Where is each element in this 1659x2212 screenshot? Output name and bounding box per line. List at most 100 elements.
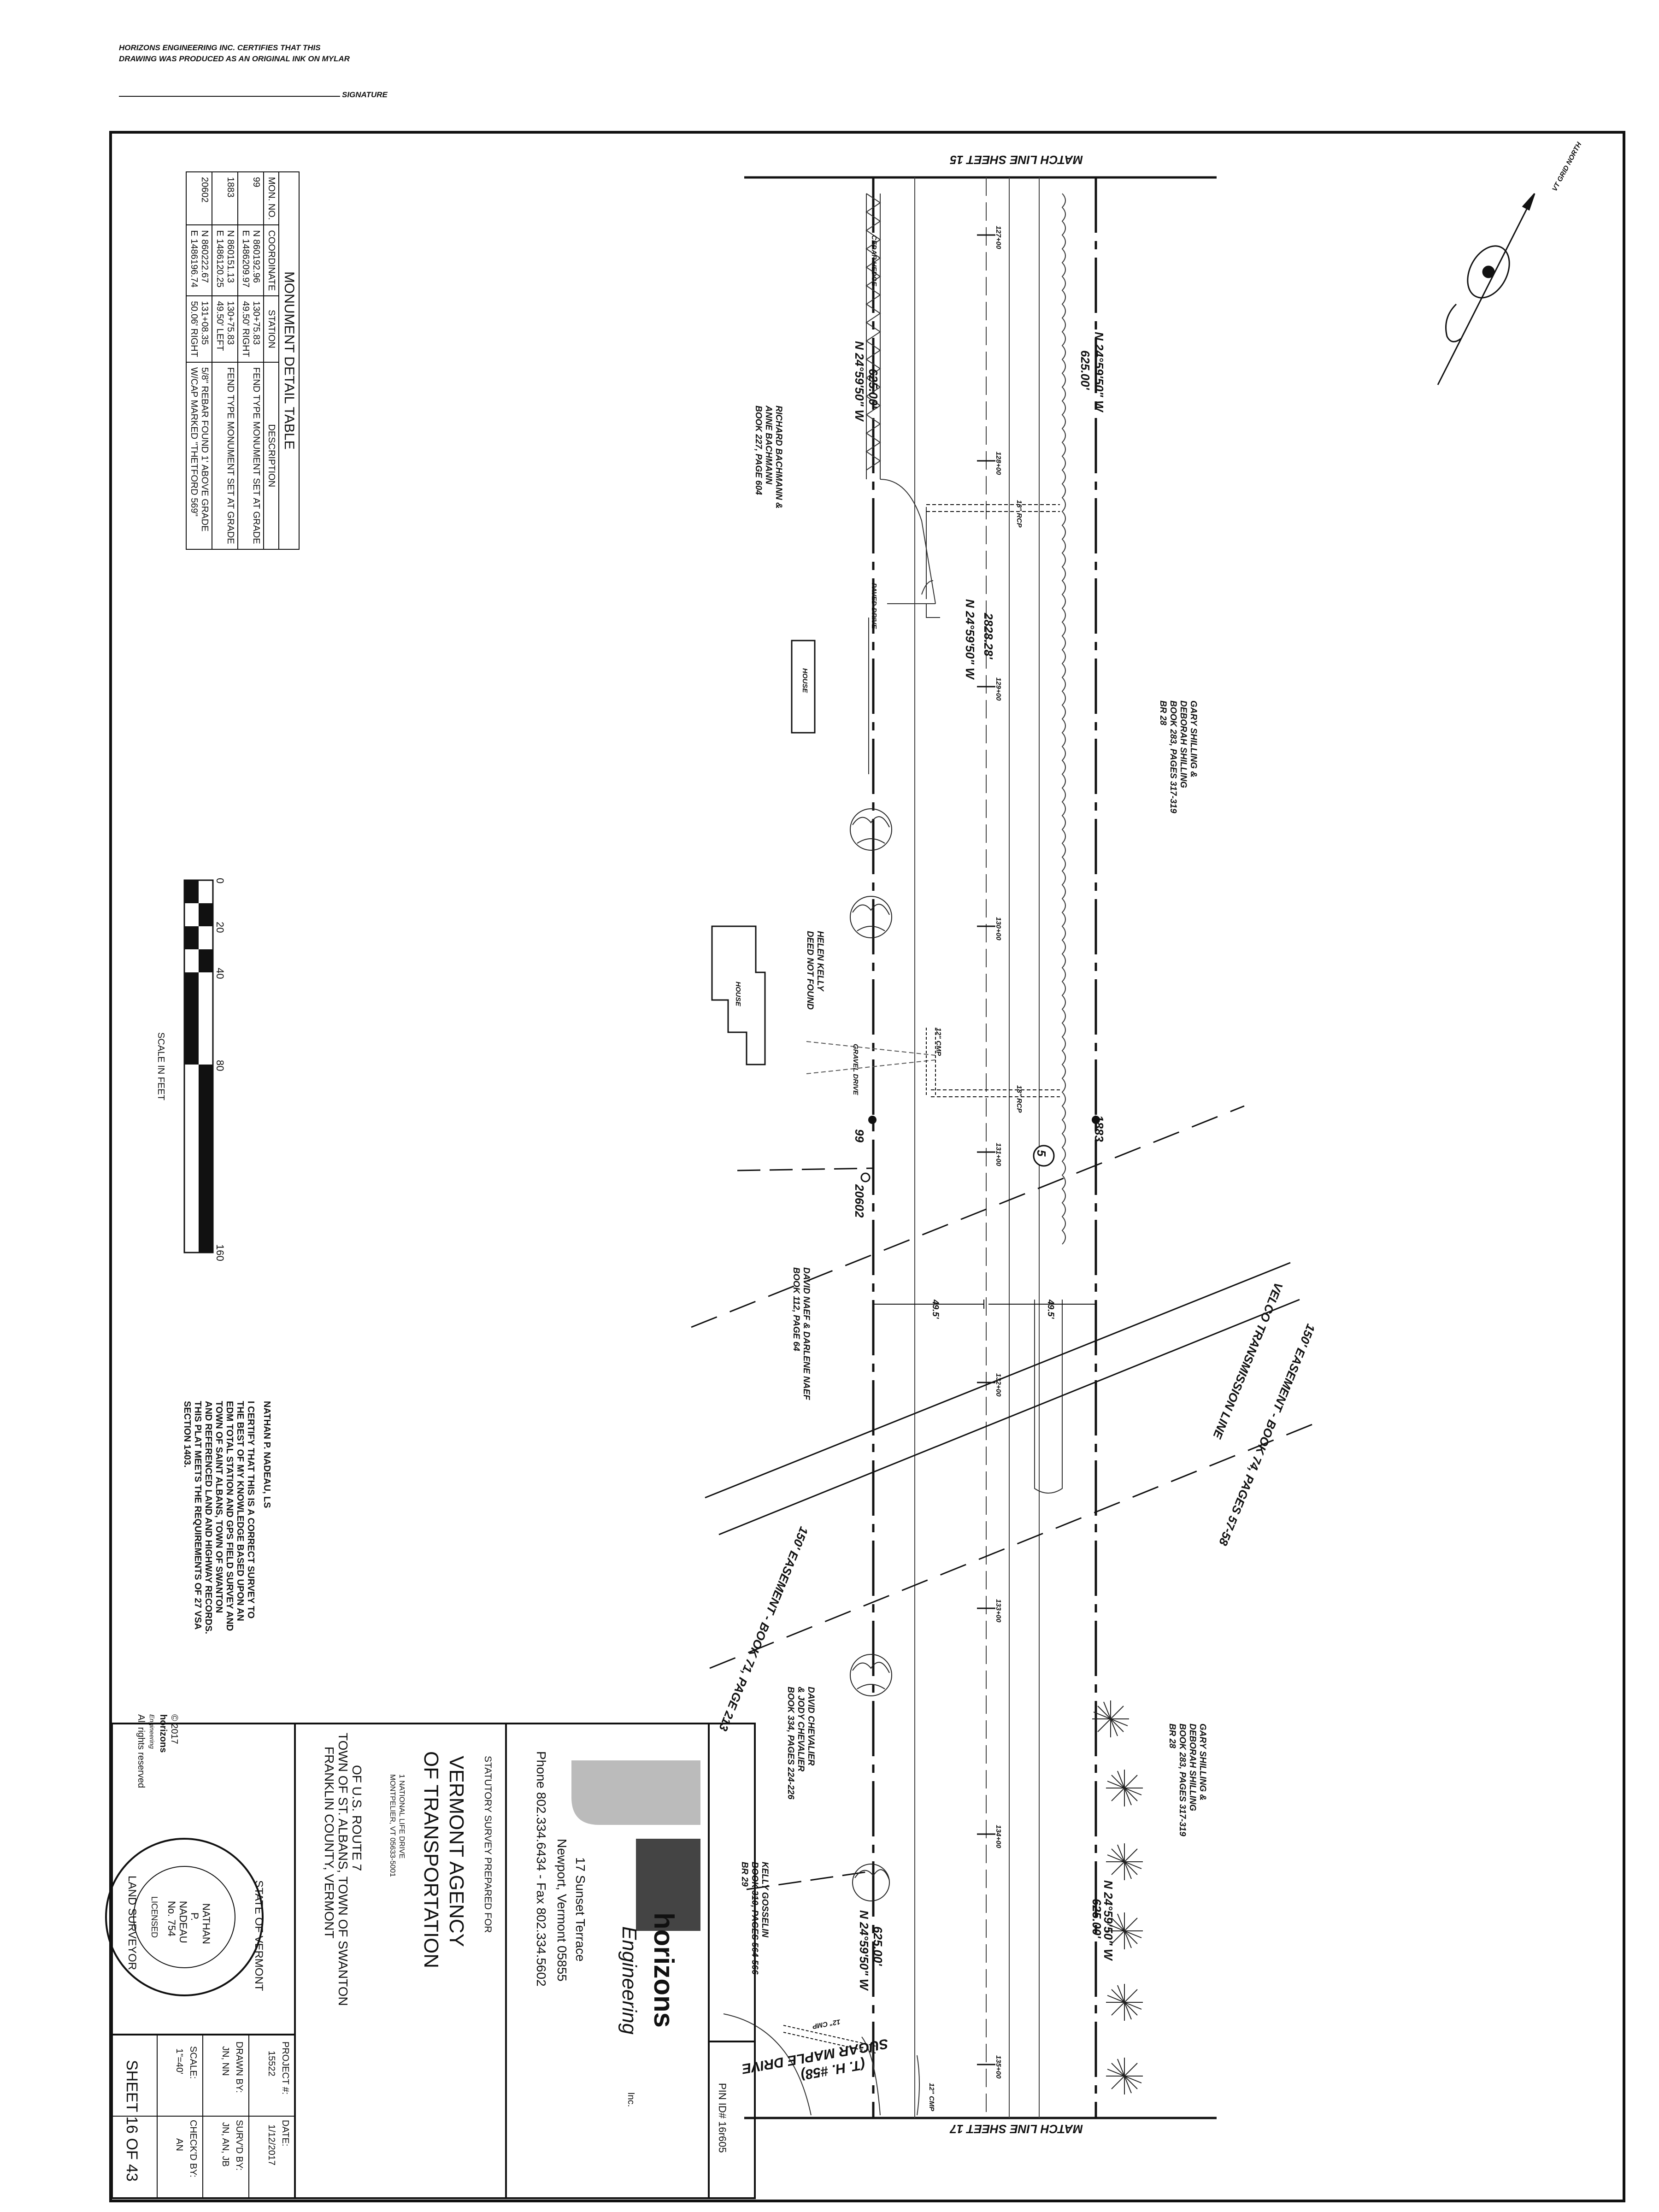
scale-tick-0: 0 <box>214 878 226 884</box>
north-arrow-graphic <box>1437 193 1535 385</box>
firm-address-2: Newport, Vermont 05855 <box>555 1839 569 1982</box>
signature-line <box>119 96 340 97</box>
cmp-culvert-1 <box>926 1028 936 1097</box>
easement-lines <box>691 1105 1314 1669</box>
cmp-label-3: 12" CMP <box>928 2083 935 2112</box>
scale-value: 1"=40' <box>174 2048 184 2074</box>
project-number-label: PROJECT #: <box>280 2041 290 2095</box>
prepared-for: STATUTORY SURVEY PREPARED FOR <box>482 1756 493 1933</box>
owner-shilling-bottom: GARY SHILLING & DEBORAH SHILLING BOOK 28… <box>1167 1724 1207 1836</box>
firm-inc: Inc. <box>626 2092 636 2107</box>
scale-tick-20: 20 <box>214 922 226 933</box>
bearing-label-1: N 24°59'50" W <box>853 341 866 421</box>
station-130: 130+00 <box>994 917 1002 941</box>
pin-id: PIN ID# 16r605 <box>717 2083 728 2153</box>
copyright-block: © 2017 horizons Engineering All rights r… <box>136 1714 179 1788</box>
firm-logo-sub: Engineering <box>618 1926 641 2035</box>
distance-label-2: 625.00' <box>1078 350 1092 390</box>
owner-bachmann: RICHARD BACHMANN & ANNE BACHMANN BOOK 22… <box>753 406 783 509</box>
cmp-label-1: 12" CMP <box>935 1028 942 1056</box>
distance-label-4: 625.00' <box>871 1926 885 1966</box>
house-label-2: HOUSE <box>734 982 742 1006</box>
width-dimensions <box>873 1300 1096 1309</box>
owner-shilling-top: GARY SHILLING & DEBORAH SHILLING BOOK 28… <box>1158 700 1198 813</box>
owner-naef: DAVID NAEF & DARLENE NAEF BOOK 112, PAGE… <box>791 1267 811 1400</box>
certification-note: HORIZONS ENGINEERING INC. CERTIFIES THAT… <box>119 42 350 65</box>
seal-name-1: NATHAN <box>200 1903 212 1944</box>
tree-line-end <box>1034 1300 1063 1494</box>
project-towns: TOWN OF ST. ALBANS, TOWN OF SWANTON <box>336 1733 350 2006</box>
gravel-drive <box>806 1041 936 1074</box>
station-127: 127+00 <box>994 226 1002 249</box>
firm-address-1: 17 Sunset Terrace <box>573 1857 588 1962</box>
seal-state: STATE OF VERMONT <box>253 1880 265 1991</box>
house-2 <box>711 925 766 1065</box>
scale-tick-160: 160 <box>214 1244 226 1261</box>
rcp-culvert-1 <box>926 504 1060 512</box>
cmp-culvert-2 <box>783 2025 876 2053</box>
client-name-2: OF TRANSPORTATION <box>420 1751 442 1969</box>
seal-land-surveyor: LAND SURVEYOR <box>126 1876 138 1970</box>
conifer-trees <box>1092 1700 1143 2094</box>
firm-logo-graphic <box>571 1760 700 1931</box>
certification-line-1: HORIZONS ENGINEERING INC. CERTIFIES THAT… <box>119 43 321 52</box>
property-line-2 <box>746 1870 874 1890</box>
drawn-by-label: DRAWN BY: <box>234 2041 244 2093</box>
sugar-maple-drive <box>723 2013 920 2116</box>
rcp-label-1: 18" RCP <box>1015 500 1023 528</box>
property-line-1 <box>737 1167 874 1171</box>
monument-table-title: MONUMENT DETAIL TABLE <box>279 172 299 549</box>
sheet-number: SHEET 16 OF 43 <box>123 2060 141 2182</box>
parcel-circle <box>1033 1145 1055 1167</box>
distance-label-3: 2828.28' <box>982 613 995 659</box>
parcel-number: 5 <box>1035 1150 1048 1157</box>
house-1 <box>791 640 816 734</box>
station-ticks <box>977 234 995 2065</box>
firm-phone: Phone 802.334.6434 - Fax 802.334.5602 <box>534 1751 548 1987</box>
monument-99-label: 99 <box>853 1129 866 1142</box>
gravel-drive-label: GRAVEL DRIVE <box>852 1044 859 1095</box>
rcp-culvert-2 <box>931 1089 1060 1097</box>
col-description: DESCRIPTION <box>264 362 279 549</box>
monument-1883 <box>1092 1116 1100 1124</box>
scale-label-tb: SCALE: <box>188 2046 198 2079</box>
owner-gosselin: KELLY GOSSELIN BOOK 310, PAGES 564-566 B… <box>740 1862 770 1975</box>
col-mon-no: MON. NO. <box>264 172 279 225</box>
project-county: FRANKLIN COUNTY, VERMONT <box>322 1747 336 1939</box>
date-label: DATE: <box>280 2120 290 2147</box>
monument-20602 <box>860 1172 871 1182</box>
client-address-2: MONTPELIER, VT 05633-5001 <box>388 1774 396 1877</box>
client-address-1: 1 NATIONAL LIFE DRIVE <box>398 1774 406 1859</box>
surveyor-certification: NATHAN P. NADEAU, LS I CERTIFY THAT THIS… <box>182 1401 272 1634</box>
cedar-hedge <box>865 193 881 479</box>
station-128: 128+00 <box>994 452 1002 475</box>
surveyed-by: JN, AN, JB <box>220 2122 230 2167</box>
surveyed-by-label: SURV'D BY: <box>234 2120 244 2171</box>
title-block-grid <box>112 2035 295 2198</box>
cedar-hedge-label: CEDAR HEDGE <box>870 235 878 286</box>
match-line-bottom-label: MATCH LINE SHEET 17 <box>950 2122 1083 2136</box>
tree-line <box>1061 193 1066 1245</box>
checked-by-label: CHECK'D BY: <box>188 2120 198 2177</box>
width-label-right: 49.5' <box>1046 1300 1055 1319</box>
paved-drive-label: PAVED DRIVE <box>870 583 878 629</box>
station-132: 132+00 <box>994 1373 1002 1397</box>
scale-tick-80: 80 <box>214 1060 226 1071</box>
seal-name-2: P. <box>189 1912 200 1921</box>
station-134: 134+00 <box>994 1825 1002 1848</box>
owner-kelly: HELEN KELLY DEED NOT FOUND <box>805 931 825 1010</box>
match-line-top-label: MATCH LINE SHEET 15 <box>950 153 1083 167</box>
owner-chevalier: DAVID CHEVALIER & JODY CHEVALIER BOOK 33… <box>786 1687 816 1800</box>
signature-label: SIGNATURE <box>342 90 388 99</box>
surveyor-name: NATHAN P. NADEAU, LS <box>262 1401 272 1508</box>
deciduous-trees <box>850 808 892 1901</box>
station-133: 133+00 <box>994 1599 1002 1623</box>
seal-license-no: No. 754 <box>166 1901 177 1937</box>
bearing-label-4: N 24°59'50" W <box>857 1910 871 1990</box>
scale-label: SCALE IN FEET <box>156 1032 166 1100</box>
station-129: 129+00 <box>994 677 1002 701</box>
